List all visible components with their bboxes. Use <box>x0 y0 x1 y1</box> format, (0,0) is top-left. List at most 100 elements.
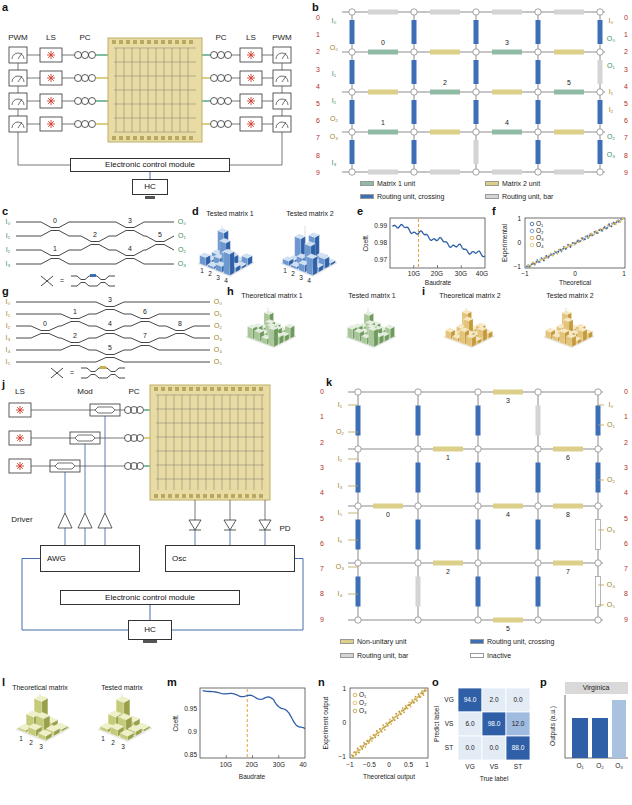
data-point <box>421 690 423 692</box>
port-number: 0 <box>624 388 628 396</box>
data-point <box>398 713 400 715</box>
bar-side <box>460 330 465 345</box>
fiber <box>202 100 211 101</box>
wire <box>100 438 125 439</box>
chip-pad <box>126 40 130 44</box>
axis-text: 0.95 <box>184 705 197 712</box>
data-point <box>375 734 377 736</box>
modulator-arm <box>50 463 80 466</box>
routing-unit <box>536 463 541 493</box>
data-point <box>374 737 376 739</box>
mesh-node <box>411 169 417 175</box>
bar-top <box>36 712 50 719</box>
unit-number: 5 <box>506 625 510 633</box>
routing-unit <box>536 140 541 164</box>
cell-value: 94.0 <box>464 696 477 703</box>
polarization-coil <box>89 52 96 59</box>
port-label: O₁ <box>607 62 615 70</box>
port-label: I₃ <box>6 260 11 268</box>
polarization-coil <box>211 52 218 59</box>
data-point <box>404 708 406 710</box>
bar-top <box>218 228 229 233</box>
axis-text: 30G <box>273 761 285 768</box>
chip-pad <box>203 494 207 498</box>
rf-line <box>65 528 66 545</box>
port-label: O₁ <box>607 421 615 429</box>
meter-arc <box>12 76 24 82</box>
legend-text: Routing unit, crossing <box>487 638 554 646</box>
matrix-cell <box>482 736 506 760</box>
axis-text: O₁ <box>536 220 543 227</box>
axis-text: Outputs (a.u.) <box>549 706 556 746</box>
matrix-unit <box>553 447 583 452</box>
data-point <box>365 746 367 748</box>
data-point <box>619 221 621 223</box>
pwm-box <box>9 70 27 86</box>
matrix-unit <box>553 504 583 509</box>
data-point <box>565 248 567 250</box>
matrix-unit <box>430 10 460 15</box>
legend-marker <box>530 236 534 240</box>
panel-letter: k <box>326 376 332 389</box>
polarization-coil <box>137 463 144 470</box>
panel-letter: e <box>357 205 363 218</box>
port-number: 4 <box>320 489 324 497</box>
data-point <box>354 751 356 753</box>
axis-text: VG <box>444 696 453 703</box>
data-point <box>355 754 357 756</box>
polarization-coil <box>82 52 89 59</box>
mesh-node <box>535 9 541 15</box>
port-number: 2 <box>320 439 324 447</box>
mesh-node <box>473 89 479 95</box>
bar-top <box>578 327 588 331</box>
wire <box>262 101 273 102</box>
polarization-coil <box>218 98 225 105</box>
axis-text: 40 <box>299 761 306 768</box>
routing-unit <box>474 100 479 124</box>
bar-top <box>564 318 574 322</box>
mesh-node <box>595 446 601 452</box>
process-box: AWG <box>40 545 140 572</box>
axis-text: O₃ <box>359 707 367 714</box>
bar-top <box>248 324 258 328</box>
port-label: I₂ <box>609 106 614 114</box>
chip-pad <box>161 494 165 498</box>
matrix-unit <box>430 90 460 95</box>
data-point <box>593 234 595 236</box>
port-number: 8 <box>316 152 320 160</box>
laser-box <box>9 459 31 473</box>
routing-unit <box>598 100 603 124</box>
chip-pad <box>245 494 249 498</box>
port-label: I₁ <box>6 232 10 240</box>
data-point <box>371 738 373 740</box>
wire <box>27 55 40 56</box>
port-label: I₂ <box>338 455 343 463</box>
bar-top <box>46 725 60 732</box>
chip-waveguide <box>114 48 196 49</box>
port-label: I₅ <box>338 509 343 517</box>
port-stub <box>348 594 358 595</box>
unit-number: 0 <box>386 511 390 519</box>
chip-pad <box>238 494 242 498</box>
title-text: Tested matrix 1 <box>348 292 395 300</box>
mesh-node <box>535 617 541 623</box>
data-point <box>358 752 360 754</box>
port-label: I₁ <box>6 310 10 318</box>
chip-pad <box>175 40 179 44</box>
chip-pad <box>210 387 214 391</box>
mesh-node <box>473 129 479 135</box>
chip-waveguide <box>114 62 196 63</box>
chip-waveguide <box>156 409 264 410</box>
axis-text: 0.97 <box>374 256 387 263</box>
matrix-unit <box>433 447 463 452</box>
data-point <box>372 734 374 736</box>
mesh-node <box>595 617 601 623</box>
unit-number: 2 <box>93 230 97 238</box>
matrix-unit <box>430 130 460 135</box>
data-point <box>362 748 364 750</box>
unit-number: 0 <box>381 39 385 47</box>
data-point <box>412 701 414 703</box>
mesh-node <box>415 446 421 452</box>
port-label: O₅ <box>214 358 222 366</box>
mesh-node <box>597 129 603 135</box>
